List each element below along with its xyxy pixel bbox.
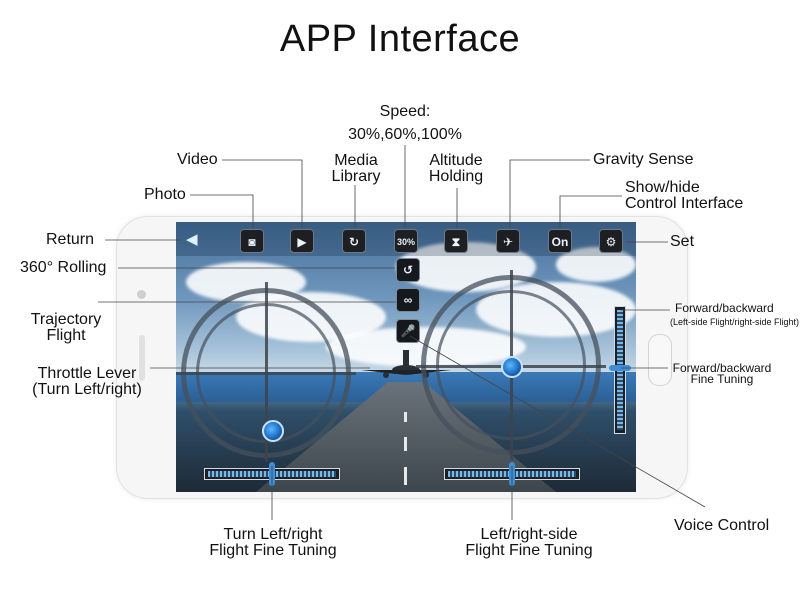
runway-stripe <box>404 412 407 422</box>
throttle-knob[interactable] <box>262 420 284 442</box>
gear-icon: ⚙ <box>605 235 617 249</box>
trajectory-icon: ∞ <box>403 293 413 307</box>
speed-button[interactable]: 30% <box>394 229 418 253</box>
rolling-icon: ↺ <box>402 263 414 277</box>
settings-button[interactable]: ⚙ <box>599 229 623 253</box>
label-set: Set <box>670 233 695 250</box>
forward-fine-tuning-marker[interactable] <box>609 365 631 371</box>
return-button[interactable]: ◀ <box>186 232 216 248</box>
label-photo: Photo <box>144 186 186 203</box>
video-camera-icon: ▶ <box>297 235 307 249</box>
camera-icon: ◙ <box>248 235 256 249</box>
label-gravity-sense: Gravity Sense <box>593 151 694 168</box>
page-title: APP Interface <box>279 18 521 60</box>
runway-stripe <box>404 467 407 485</box>
video-button[interactable]: ▶ <box>290 229 314 253</box>
show-hide-button[interactable]: On <box>548 229 572 253</box>
app-screen: ↺ ∞ 🎤 <box>176 222 636 492</box>
label-speed: Speed:30%,60%,100% <box>348 103 462 143</box>
microphone-icon: 🎤 <box>400 324 416 338</box>
turn-fine-tuning-marker[interactable] <box>269 462 275 486</box>
phone-camera-dot <box>137 290 146 299</box>
altitude-hold-icon: ⧗ <box>451 235 461 249</box>
label-throttle-lever: Throttle Lever(Turn Left/right) <box>32 365 142 398</box>
voice-control-button[interactable]: 🎤 <box>396 319 420 343</box>
label-return: Return <box>46 231 95 248</box>
gravity-sense-icon: ✈ <box>502 235 514 249</box>
phone-speaker-slot <box>139 335 145 381</box>
direction-knob[interactable] <box>501 356 523 378</box>
side-fine-tuning-marker[interactable] <box>509 462 515 486</box>
label-forward-backward: Forward/backward <box>675 301 774 315</box>
gravity-sense-button[interactable]: ✈ <box>496 229 520 253</box>
return-arrow-icon: ◀ <box>186 231 198 248</box>
photo-button[interactable]: ◙ <box>240 229 264 253</box>
left-joystick-horizontal-axis <box>176 372 356 375</box>
runway-stripe <box>404 437 407 451</box>
label-video: Video <box>177 151 218 168</box>
label-360-rolling: 360° Rolling <box>20 259 107 276</box>
label-voice-control: Voice Control <box>674 517 770 534</box>
media-library-button[interactable]: ↻ <box>342 229 366 253</box>
rolling-button[interactable]: ↺ <box>396 258 420 282</box>
cloud <box>556 247 636 282</box>
altitude-hold-button[interactable]: ⧗ <box>444 229 468 253</box>
label-forward-backward-sub: (Left-side Flight/right-side Flight) <box>670 317 800 327</box>
media-library-icon: ↻ <box>348 235 360 249</box>
trajectory-button[interactable]: ∞ <box>396 288 420 312</box>
